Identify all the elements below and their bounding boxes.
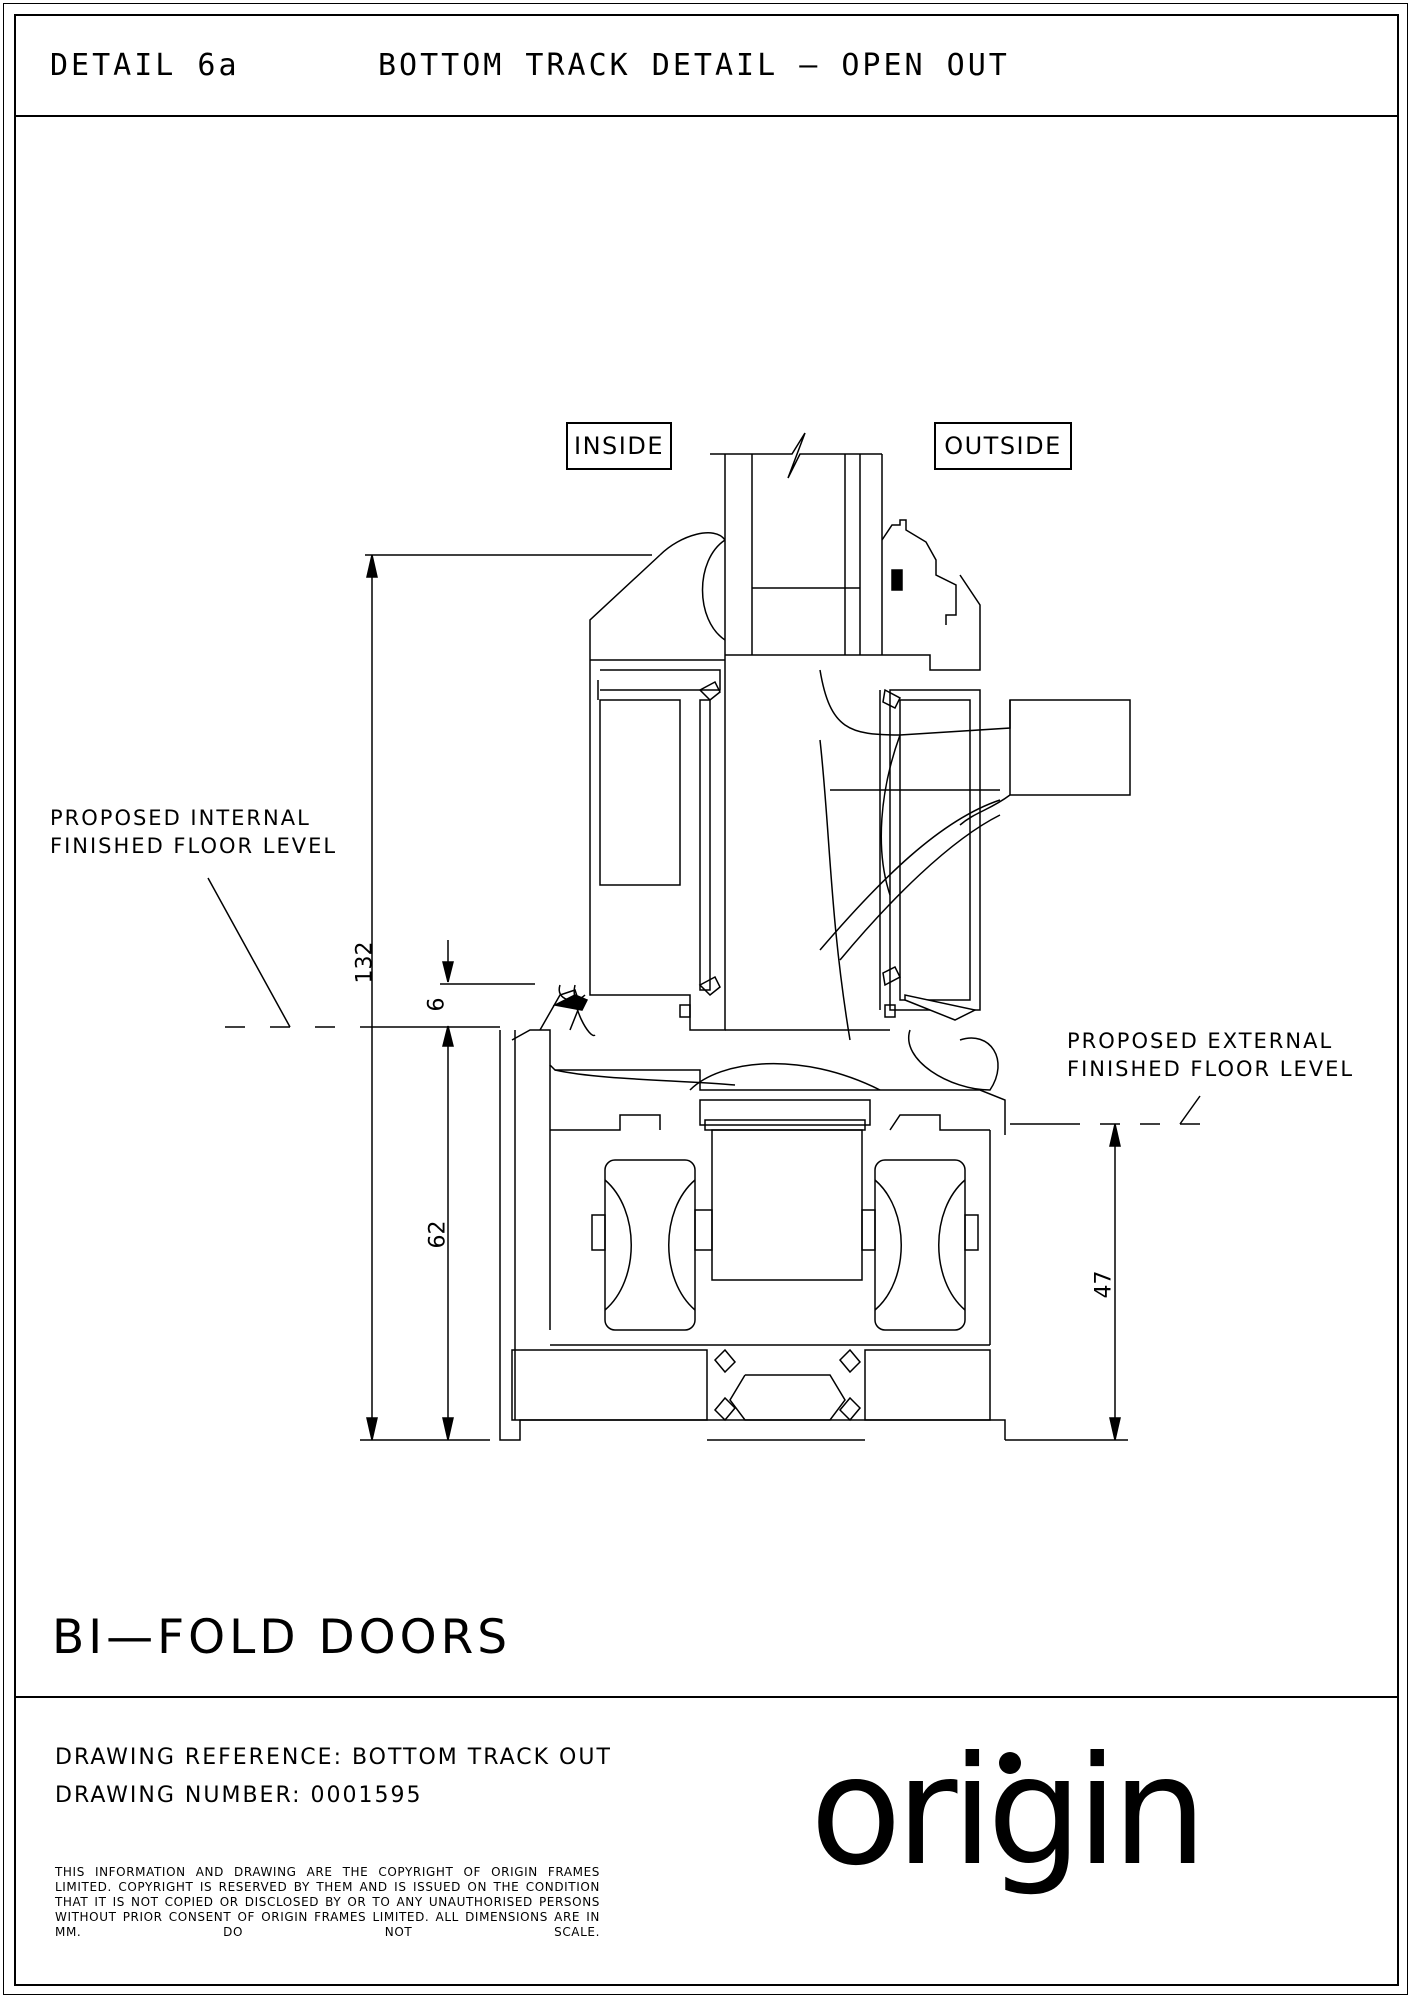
detail-id: DETAIL 6a <box>50 48 240 83</box>
drawing-number: DRAWING NUMBER: 0001595 <box>55 1783 423 1808</box>
threshold <box>499 984 1006 1441</box>
header-divider <box>14 115 1399 117</box>
dimension-lines <box>207 554 1201 1441</box>
dimension-external-depth: 47 <box>1091 1270 1117 1299</box>
internal-floor-level-note: PROPOSED INTERNAL FINISHED FLOOR LEVEL <box>50 806 338 858</box>
copyright-notice: THIS INFORMATION AND DRAWING ARE THE COP… <box>55 1865 600 1939</box>
handle <box>819 669 1131 1091</box>
origin-logo: origin <box>810 1745 1207 1899</box>
drawing-reference: DRAWING REFERENCE: BOTTOM TRACK OUT <box>55 1745 612 1770</box>
title-block-divider <box>14 1696 1399 1698</box>
dimension-upstand: 6 <box>424 997 450 1012</box>
outer-border <box>3 3 1408 1995</box>
outside-label: OUTSIDE <box>934 422 1072 470</box>
detail-title: BOTTOM TRACK DETAIL — OPEN OUT <box>378 48 1010 83</box>
door-sash-top <box>710 432 883 656</box>
external-floor-level-note: PROPOSED EXTERNAL FINISHED FLOOR LEVEL <box>1067 1029 1355 1081</box>
dimension-internal-depth: 62 <box>425 1220 451 1249</box>
lower-track <box>511 1348 991 1441</box>
inside-label: INSIDE <box>566 422 672 470</box>
rollers <box>591 1159 979 1331</box>
product-title: BI—FOLD DOORS <box>52 1610 512 1665</box>
inner-border <box>14 14 1399 1986</box>
sash-frame-profile <box>589 519 981 1031</box>
dimension-overall-height: 132 <box>352 941 378 984</box>
